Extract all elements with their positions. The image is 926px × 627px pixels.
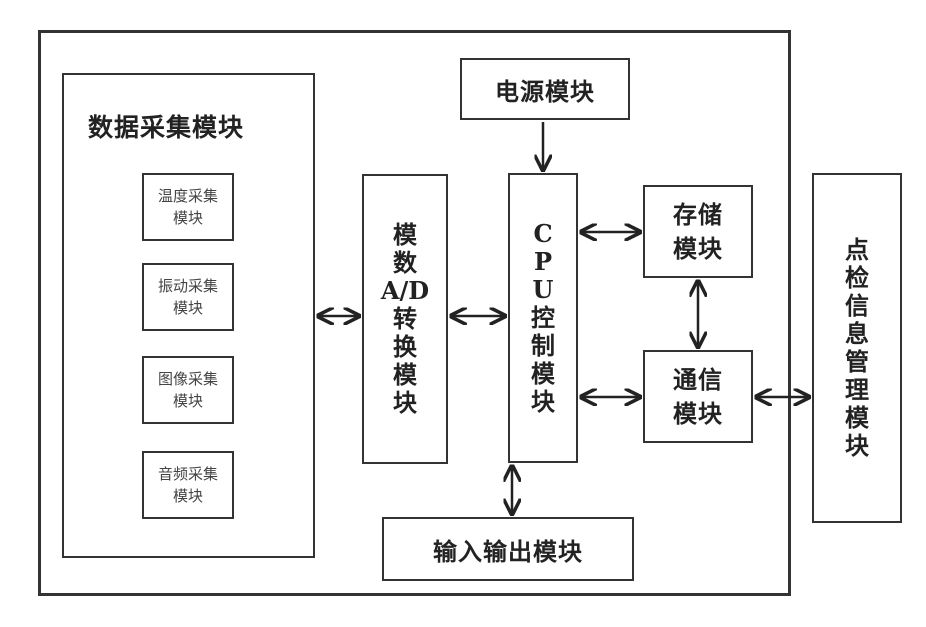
connector-arrows: [0, 0, 926, 627]
